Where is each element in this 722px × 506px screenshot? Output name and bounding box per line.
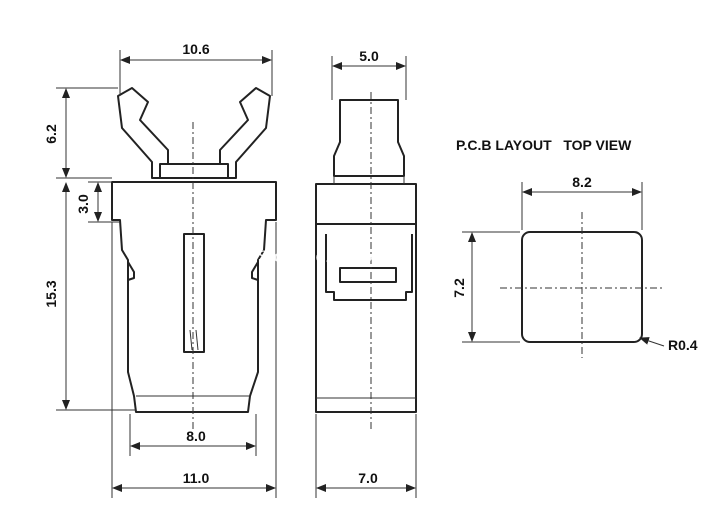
front-body — [111, 181, 277, 413]
front-view: 10.6 6.2 15.3 3.0 8.0 11.0 — [43, 41, 277, 498]
dim-pcb-radius: R0.4 — [668, 337, 698, 353]
dim-front-body-height: 15.3 — [43, 280, 59, 307]
front-slot — [183, 233, 205, 353]
pcb-layout-title: P.C.B LAYOUT TOP VIEW — [456, 137, 632, 153]
front-neck — [159, 163, 229, 179]
dim-front-bottom-width: 11.0 — [183, 470, 210, 486]
dim-front-shoulder-height: 3.0 — [75, 194, 91, 214]
pcb-layout-view: P.C.B LAYOUT TOP VIEW 8.2 7.2 R0.4 — [451, 137, 698, 358]
dim-side-top-width: 5.0 — [359, 48, 379, 64]
store-watermark: Store No.:1995185 — [258, 247, 401, 266]
side-latch — [339, 267, 397, 283]
side-flange — [315, 183, 417, 225]
dim-pcb-width: 8.2 — [572, 174, 592, 190]
side-plunger — [333, 99, 405, 177]
dim-front-top-width: 10.6 — [182, 41, 209, 57]
dim-front-bottom-inner-width: 8.0 — [186, 428, 206, 444]
dim-front-top-height: 6.2 — [43, 124, 59, 144]
dim-side-bottom-width: 7.0 — [358, 470, 378, 486]
dim-pcb-height: 7.2 — [451, 278, 467, 298]
side-view: 5.0 7.0 — [315, 48, 417, 498]
